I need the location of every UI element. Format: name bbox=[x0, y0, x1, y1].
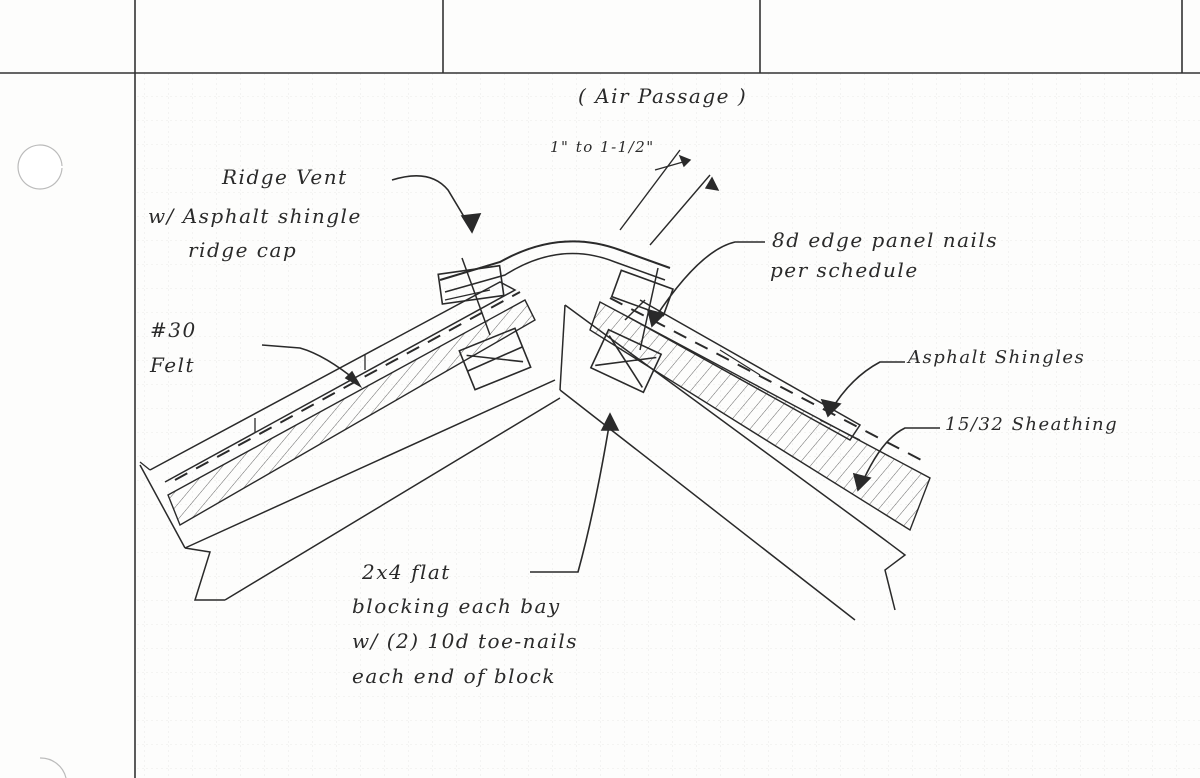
felt-label: Felt bbox=[150, 353, 196, 377]
ridge-vent-label-line2: w/ Asphalt shingle bbox=[148, 204, 362, 228]
air-passage-label: ( Air Passage ) bbox=[578, 84, 748, 108]
leader-lines bbox=[261, 174, 940, 573]
edge-nails-label-line2: per schedule bbox=[770, 258, 919, 282]
air-passage-dimension bbox=[619, 149, 720, 246]
felt-label-number: #30 bbox=[150, 318, 197, 342]
right-felt-dashes bbox=[609, 297, 926, 463]
left-felt-dashes bbox=[174, 291, 521, 481]
blocking-2x4 bbox=[458, 327, 663, 394]
sheathing-label: 15/32 Sheathing bbox=[945, 414, 1119, 435]
sheathing-arrowhead bbox=[852, 472, 872, 492]
blocking-label: 2x4 flat bbox=[362, 560, 451, 584]
right-shingle-steps bbox=[719, 349, 861, 441]
left-rafter bbox=[184, 379, 561, 601]
edge-nails-arrowhead bbox=[646, 308, 666, 328]
blocking-leader bbox=[530, 419, 611, 573]
asphalt-shingles-label: Asphalt Shingles bbox=[908, 347, 1086, 368]
ridge-vent-cap bbox=[437, 240, 675, 317]
felt-arrowhead bbox=[344, 370, 363, 389]
left-sheathing bbox=[167, 299, 536, 527]
binder-hole bbox=[17, 144, 63, 190]
binder-hole bbox=[39, 757, 67, 778]
right-roof-assembly bbox=[559, 297, 931, 621]
ridge-vent-label-line3: ridge cap bbox=[188, 238, 298, 262]
asphalt-shingles-arrowhead bbox=[820, 398, 842, 418]
right-wall-line bbox=[559, 304, 566, 391]
ridge-vent-label: Ridge Vent bbox=[222, 165, 348, 189]
ridge-vent-leader bbox=[391, 174, 473, 231]
left-rafter-end bbox=[139, 464, 186, 549]
gap-dimension-label: 1" to 1-1/2" bbox=[550, 138, 655, 156]
right-sheathing bbox=[589, 301, 931, 532]
ridge-vent-arrowhead bbox=[460, 213, 482, 234]
right-shingle-edge bbox=[629, 299, 862, 441]
blocking-label-line4: each end of block bbox=[352, 664, 556, 688]
edge-nails bbox=[461, 257, 659, 351]
blocking-label-line2: blocking each bay bbox=[352, 594, 561, 618]
left-shingle-steps bbox=[139, 355, 366, 471]
left-shingle-edge bbox=[149, 281, 517, 483]
blocking-arrowhead bbox=[600, 412, 620, 431]
edge-nails-leader bbox=[654, 241, 765, 319]
left-roof-assembly bbox=[139, 281, 561, 601]
blocking-label-line3: w/ (2) 10d toe-nails bbox=[352, 629, 579, 653]
edge-nails-label: 8d edge panel nails bbox=[772, 228, 999, 252]
